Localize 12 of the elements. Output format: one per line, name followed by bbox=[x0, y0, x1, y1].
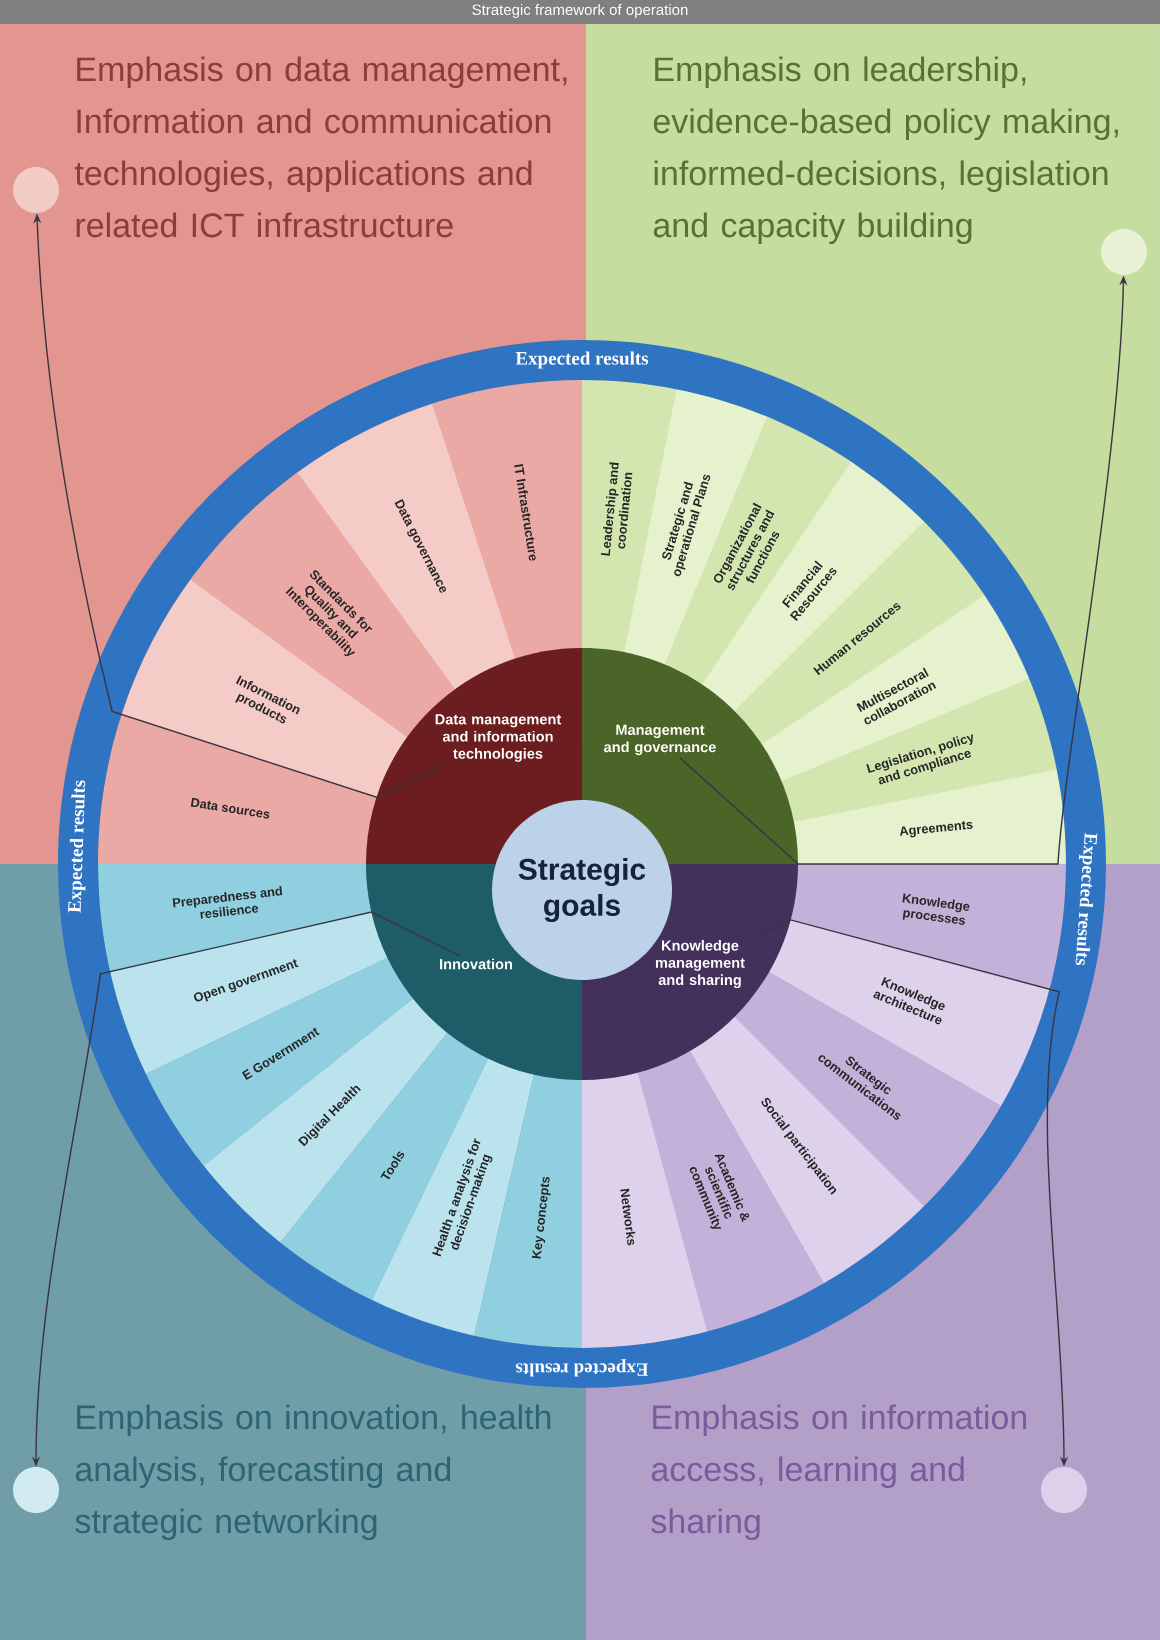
ring-label: Expected results bbox=[68, 780, 86, 913]
ring-label: Expected results bbox=[1075, 832, 1098, 965]
emphasis-text: Emphasis on innovation, health analysis, forecasting and strategic networking bbox=[75, 1404, 551, 1541]
circle-marker bbox=[13, 167, 59, 213]
ring-label: Expected results bbox=[515, 351, 649, 369]
emphasis-text: Emphasis on information access, learning and sharing bbox=[651, 1404, 1027, 1541]
circle-marker bbox=[13, 1467, 59, 1513]
circle-marker bbox=[1101, 229, 1147, 275]
circle-marker bbox=[1041, 1467, 1087, 1513]
ring-label: Expected results bbox=[515, 1359, 649, 1377]
emphasis-text: Emphasis on leadership, evidence-based policy making, informed-decisions, legislation and capacity building bbox=[653, 56, 1118, 245]
emphasis-text: Emphasis on data management, Information and communication technologies, applications and related ICT infrastructure bbox=[74, 56, 567, 238]
